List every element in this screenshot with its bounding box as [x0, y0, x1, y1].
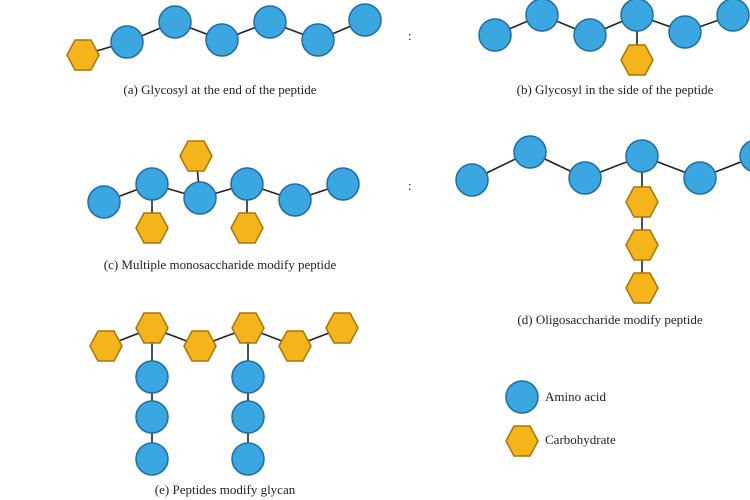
amino-acid-circle — [525, 0, 559, 32]
carbohydrate-hexagon — [231, 312, 265, 344]
amino-acid-circle — [231, 360, 265, 394]
amino-acid-circle — [231, 400, 265, 434]
amino-acid-circle — [716, 0, 750, 32]
amino-acid-circle — [158, 5, 192, 39]
carbohydrate-hexagon — [89, 330, 123, 362]
amino-acid-circle — [135, 360, 169, 394]
amino-acid-circle — [348, 3, 382, 37]
amino-acid-circle — [620, 0, 654, 32]
amino-acid-circle — [625, 139, 659, 173]
carbohydrate-hexagon — [230, 212, 264, 244]
amino-acid-circle — [301, 23, 335, 57]
carbohydrate-hexagon — [135, 212, 169, 244]
amino-acid-circle — [87, 185, 121, 219]
carbohydrate-hexagon — [620, 44, 654, 76]
residues — [66, 0, 750, 476]
amino-acid-circle — [253, 5, 287, 39]
carbohydrate-hexagon — [625, 272, 659, 304]
amino-acid-circle — [326, 167, 360, 201]
amino-acid-circle — [455, 163, 489, 197]
separator-middle: : — [408, 178, 412, 193]
amino-acid-circle — [183, 181, 217, 215]
legend-carbohydrate-icon — [505, 425, 539, 457]
caption-d: (d) Oligosaccharide modify peptide — [517, 312, 702, 327]
carbohydrate-hexagon — [183, 330, 217, 362]
carbohydrate-hexagon — [625, 229, 659, 261]
carbohydrate-hexagon — [278, 330, 312, 362]
carbohydrate-hexagon — [325, 312, 359, 344]
separator-top: : — [408, 28, 412, 43]
amino-acid-circle — [110, 25, 144, 59]
amino-acid-circle — [573, 18, 607, 52]
legend-amino-acid-icon — [505, 380, 539, 414]
carbohydrate-hexagon — [66, 39, 100, 71]
caption-c: (c) Multiple monosaccharide modify pepti… — [104, 257, 337, 272]
carbohydrate-hexagon — [179, 140, 213, 172]
amino-acid-circle — [231, 442, 265, 476]
legend-carbohydrate-label: Carbohydrate — [545, 432, 616, 447]
amino-acid-circle — [135, 442, 169, 476]
amino-acid-circle — [668, 15, 702, 49]
amino-acid-circle — [205, 23, 239, 57]
caption-b: (b) Glycosyl in the side of the peptide — [517, 82, 714, 97]
amino-acid-circle — [739, 140, 750, 172]
legend-amino-acid-label: Amino acid — [545, 389, 607, 404]
amino-acid-circle — [278, 183, 312, 217]
amino-acid-circle — [683, 161, 717, 195]
amino-acid-circle — [230, 167, 264, 201]
amino-acid-circle — [478, 18, 512, 52]
amino-acid-circle — [568, 161, 602, 195]
carbohydrate-hexagon — [625, 186, 659, 218]
amino-acid-circle — [513, 135, 547, 169]
diagram-marks — [66, 0, 750, 476]
amino-acid-circle — [135, 167, 169, 201]
caption-a: (a) Glycosyl at the end of the peptide — [123, 82, 316, 97]
amino-acid-circle — [135, 400, 169, 434]
caption-e: (e) Peptides modify glycan — [155, 482, 296, 497]
carbohydrate-hexagon — [135, 312, 169, 344]
